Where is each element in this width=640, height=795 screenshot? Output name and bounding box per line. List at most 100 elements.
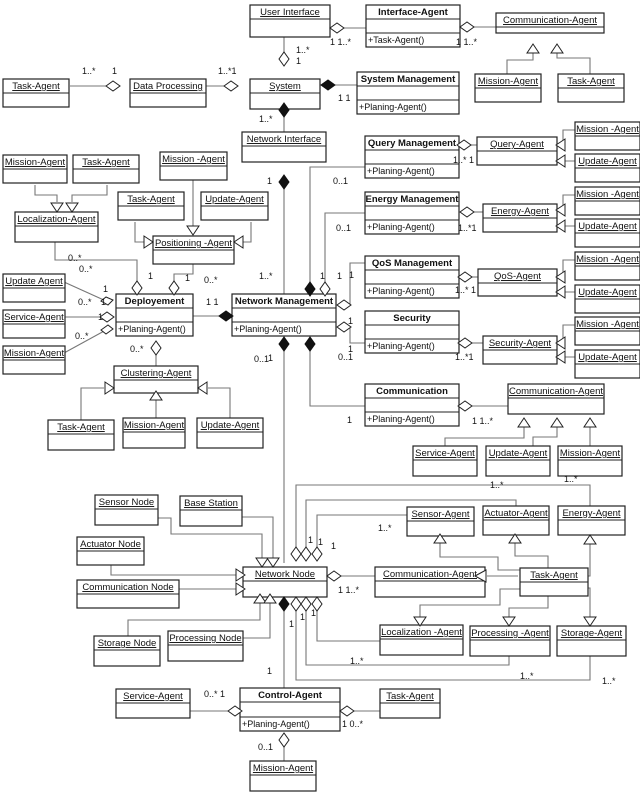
class-name: User Interface [260,7,320,18]
aggregation-diamond-icon [131,280,143,296]
class-task-agent-loc[interactable]: Task-Agent [72,154,140,184]
class-data-processing[interactable]: Data Processing [129,78,207,108]
class-interface-agent[interactable]: Interface-Agent+Task-Agent() [365,4,461,48]
class-localization-agent-b[interactable]: Localization -Agent [379,624,464,656]
class-update-agent-s[interactable]: Update-Agent [574,349,640,379]
class-update-agent-c[interactable]: Update-Agent [485,445,551,477]
class-mission-agent-pos[interactable]: Mission -Agent [159,151,228,181]
class-update-agent-q[interactable]: Update-Agent [574,153,640,183]
class-comm-agent-top[interactable]: Communication-Agent [495,12,605,34]
class-mission-agent-q[interactable]: Mission -Agent [574,121,640,151]
class-mission-agent-qos[interactable]: Mission -Agent [574,251,640,281]
class-box [47,419,115,451]
class-control-agent[interactable]: Control-Agent+Planing-Agent() [239,687,341,732]
class-name: Security-Agent [489,338,552,349]
class-update-agent-qos[interactable]: Update-Agent [574,284,640,314]
class-task-agent-left[interactable]: Task-Agent [2,78,70,108]
class-comm-agent-b[interactable]: Communication-Agent [374,566,486,598]
aggregation-diamond-icon [300,596,312,612]
class-task-agent-clu[interactable]: Task-Agent [47,419,115,451]
class-task-agent-pos[interactable]: Task-Agent [117,191,185,221]
generalization-arrow-icon [555,138,566,152]
class-mission-agent-dep[interactable]: Mission-Agent [2,345,66,375]
class-task-agent-ctl[interactable]: Task-Agent [379,688,441,719]
class-box [507,383,605,415]
class-task-agent-top[interactable]: Task-Agent [557,73,625,103]
class-localization-agent[interactable]: Localization-Agent [14,211,99,243]
class-name: Mission-Agent [4,348,65,359]
multiplicity-label: 1 1..* [456,37,478,47]
class-name: Mission-Agent [124,420,185,431]
class-query-agent[interactable]: Query-Agent [476,136,558,166]
edge-up-pa [242,222,252,243]
class-update-agent-clu[interactable]: Update-Agent [196,417,264,449]
aggregation-diamond-icon [336,321,352,333]
composition-diamond-icon [278,174,290,190]
class-processing-agent[interactable]: Processing -Agent [469,625,551,657]
class-update-agent-e[interactable]: Update-Agent [574,218,640,248]
class-task-agent-b[interactable]: Task-Agent [519,567,589,597]
class-mission-agent-s[interactable]: Mission -Agent [574,316,640,346]
class-clustering-agent[interactable]: Clustering-Agent [113,365,199,394]
class-energy-management[interactable]: Energy Management+Planing-Agent() [364,191,460,235]
class-user-interface[interactable]: User Interface [249,4,331,38]
class-name: Mission -Agent [162,154,225,165]
class-actuator-agent[interactable]: Actuator-Agent [482,505,550,536]
class-box [469,625,551,657]
class-update-agent-dep[interactable]: Update Agent [2,273,66,303]
multiplicity-label: 1 [300,612,305,622]
class-network-management[interactable]: Network Management+Planing-Agent() [231,293,337,337]
class-mission-agent-loc[interactable]: Mission-Agent [2,154,68,184]
class-system-management[interactable]: System Management+Planing-Agent() [356,71,460,115]
class-communication[interactable]: Communication+Planing-Agent() [364,383,460,427]
class-mission-agent-clu[interactable]: Mission-Agent [122,417,186,449]
class-sensor-node[interactable]: Sensor Node [94,494,159,526]
class-energy-agent[interactable]: Energy-Agent [482,203,558,233]
multiplicity-label: 1..*1 [458,223,477,233]
class-energy-agent-b[interactable]: Energy-Agent [557,505,626,536]
class-mission-agent-c[interactable]: Mission-Agent [557,445,623,477]
aggregation-diamond-icon [168,280,180,296]
class-security-agent[interactable]: Security-Agent [482,335,558,365]
class-storage-node[interactable]: Storage Node [93,635,161,667]
class-sensor-agent[interactable]: Sensor-Agent [406,506,475,537]
class-network-interface[interactable]: Network Interface [241,131,327,163]
class-name: Mission-Agent [478,76,539,87]
class-box [115,293,194,337]
class-comm-agent-mid[interactable]: Communication-Agent [507,383,605,415]
class-actuator-node[interactable]: Actuator Node [76,536,145,566]
edge-qm-nm [309,166,365,282]
generalization-arrow-icon [502,616,516,627]
class-communication-node[interactable]: Communication Node [76,579,180,609]
aggregation-diamond-icon [100,296,114,306]
class-mission-agent-top[interactable]: Mission-Agent [474,73,542,103]
class-operation: +Planing-Agent() [367,341,435,351]
edge-em-nm [324,212,365,282]
edge-aa-nn [305,499,517,550]
generalization-arrow-icon [433,533,447,544]
multiplicity-label: 0..* [130,344,144,354]
generalization-arrow-icon [517,417,531,428]
class-positioning-agent[interactable]: Positioning -Agent [152,235,235,265]
generalization-arrow-icon [253,593,267,604]
multiplicity-label: 1 [308,535,313,545]
class-deployement[interactable]: Deployement+Planing-Agent() [115,293,194,337]
class-box [556,625,627,657]
class-network-node[interactable]: Network Node [242,566,328,598]
edge-tab-pa [508,588,549,617]
class-query-management[interactable]: Query Management+Planing-Agent() [364,135,460,179]
class-base-station[interactable]: Base Station [179,495,243,527]
class-qos-management[interactable]: QoS Management+Planing-Agent() [364,255,460,299]
class-update-agent-pos[interactable]: Update-Agent [200,191,269,221]
class-service-agent-dep[interactable]: Service-Agent [2,309,66,339]
class-service-agent-ctl[interactable]: Service-Agent [115,688,191,719]
class-service-agent-c[interactable]: Service-Agent [412,445,478,477]
class-processing-node[interactable]: Processing Node [167,630,244,662]
class-mission-agent-e[interactable]: Mission -Agent [574,186,640,216]
class-name: Mission-Agent [5,157,66,168]
class-security[interactable]: Security+Planing-Agent() [364,310,460,354]
class-qos-agent[interactable]: QoS-Agent [477,268,558,297]
class-storage-agent[interactable]: Storage-Agent [556,625,627,657]
class-mission-agent-ctl[interactable]: Mission-Agent [249,760,317,792]
class-system[interactable]: System [249,78,321,110]
